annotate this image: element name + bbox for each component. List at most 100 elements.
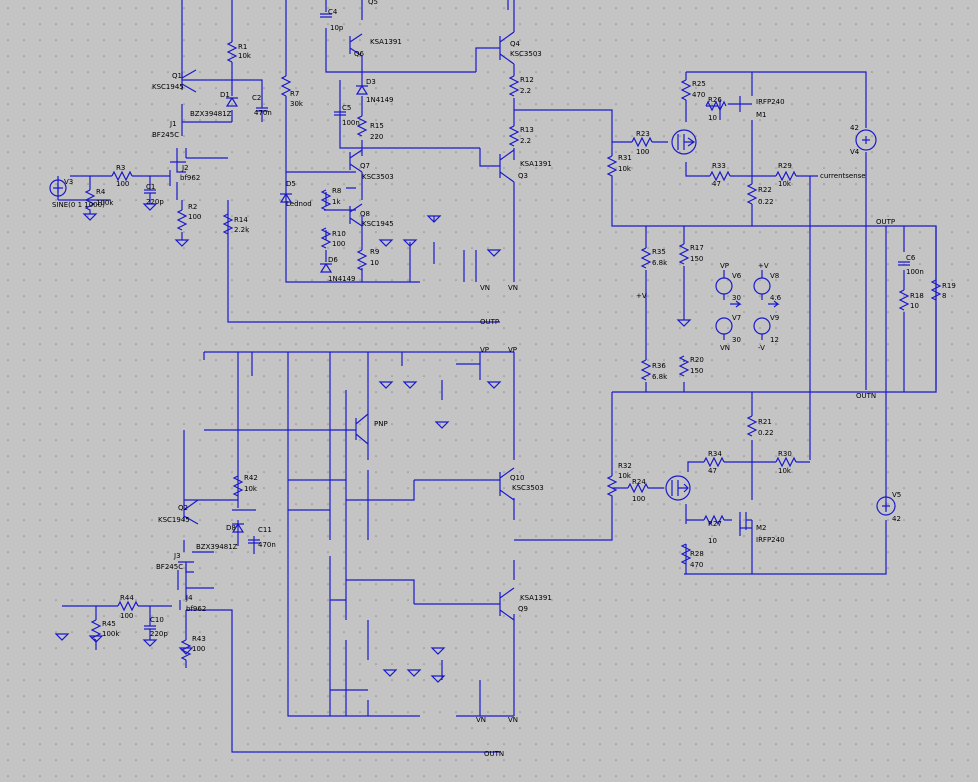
label-q10: Q10 [510, 474, 524, 482]
label-r17-val: 150 [690, 255, 703, 263]
label-q9: Q9 [518, 605, 528, 613]
label-vn-4: VN [508, 716, 518, 724]
label-q7: Q7 [360, 162, 370, 170]
label-vn-2: VN [508, 284, 518, 292]
label-c5-val: 100n [342, 119, 360, 127]
label-c6-val: 100n [906, 268, 924, 276]
label-r32: R32 [618, 462, 632, 470]
label-r10: R10 [332, 230, 346, 238]
label-q5: Q5 [368, 0, 378, 6]
label-q2: Q2 [178, 504, 188, 512]
label-r2-val: 100 [188, 213, 201, 221]
label-outp-2: OUTP [876, 218, 895, 226]
label-d1: D1 [220, 91, 230, 99]
label-plus-v: +V [636, 292, 647, 300]
label-r3: R3 [116, 164, 125, 172]
label-r14: R14 [234, 216, 248, 224]
label-r18: R18 [910, 292, 924, 300]
label-r1: R1 [238, 43, 247, 51]
label-r21-val: 0.22 [758, 429, 774, 437]
label-r34: R34 [708, 450, 722, 458]
label-r30-val: 10k [778, 467, 792, 475]
label-r35-val: 6.8k [652, 259, 668, 267]
label-c1: C1 [146, 183, 155, 191]
label-r26: R26 [708, 96, 722, 104]
label-outn-1: OUTN [856, 392, 876, 400]
label-r15-val: 220 [370, 133, 383, 141]
label-r4: R4 [96, 188, 106, 196]
label-r43-val: 100 [192, 645, 205, 653]
label-minus-v: -V [758, 344, 765, 352]
label-m1-part: IRFP240 [756, 98, 785, 106]
label-c5: C5 [342, 104, 351, 112]
label-q4-part: KSC3503 [510, 50, 542, 58]
label-c6: C6 [906, 254, 916, 262]
label-q3: Q3 [518, 172, 528, 180]
label-r33: R33 [712, 162, 726, 170]
label-q1-part: KSC1945 [152, 83, 184, 91]
label-r2: R2 [188, 203, 197, 211]
label-vn-3: VN [476, 716, 486, 724]
label-d8-part: BZX39481Z [196, 543, 238, 551]
label-d6-part: 1N4149 [328, 275, 356, 283]
label-r12-val: 2.2 [520, 87, 531, 95]
label-v4: V4 [850, 148, 860, 156]
label-r42: R42 [244, 474, 258, 482]
label-r35: R35 [652, 248, 666, 256]
label-r42-val: 10k [244, 485, 258, 493]
label-r22: R22 [758, 186, 772, 194]
label-v5: V5 [892, 491, 901, 499]
label-r3-val: 100 [116, 180, 129, 188]
label-r7: R7 [290, 90, 299, 98]
label-r33-val: 47 [712, 180, 721, 188]
label-r21: R21 [758, 418, 772, 426]
label-vp-2: VP [508, 346, 517, 354]
label-d5-part: Lednod [286, 200, 312, 208]
label-r24: R24 [632, 478, 646, 486]
label-r19: R19 [942, 282, 956, 290]
label-r27-val: 10 [708, 537, 717, 545]
label-r22-val: 0.22 [758, 198, 774, 206]
label-c4: C4 [328, 8, 338, 16]
bottom-vas-stage: PNP Q10 KSC3503 KSA1391 Q9 VP VP VN VN [177, 346, 552, 724]
label-r31: R31 [618, 154, 632, 162]
label-m1: M1 [756, 111, 767, 119]
label-r23: R23 [636, 130, 650, 138]
label-j2-part: bf962 [180, 174, 200, 182]
label-q3-part: KSA1391 [520, 160, 552, 168]
label-d3: D3 [366, 78, 376, 86]
label-d5: D5 [286, 180, 296, 188]
label-c11-val: 470n [258, 541, 276, 549]
label-v3: V3 [64, 178, 73, 186]
label-q6: Q6 [354, 50, 365, 58]
label-v8: V8 [770, 272, 779, 280]
bottom-output-stage: R21 0.22 R32 10k R24 100 R34 47 R30 10k … [514, 392, 810, 574]
top-driver-stage: Q4 KSC3503 R12 2.2 R13 2.2 KSA1391 Q3 R2… [475, 0, 937, 460]
label-vp-1: VP [480, 346, 489, 354]
label-current-sense: currentsense [820, 172, 866, 180]
label-r44: R44 [120, 594, 134, 602]
label-r17: R17 [690, 244, 704, 252]
label-r45-val: 100k [102, 630, 120, 638]
label-r32-val: 10k [618, 472, 632, 480]
label-c2: C2 [252, 94, 261, 102]
label-m2: M2 [756, 524, 767, 532]
top-input-stage: Q1 KSC1945 R1 10k D1 BZX39481Z C2 470n J… [49, 0, 500, 323]
label-j1: J1 [169, 120, 177, 128]
label-v8-val: 4.6 [770, 294, 782, 302]
label-c10: C10 [150, 616, 164, 624]
label-q8-part: KSC1945 [362, 220, 394, 228]
label-v3-val: SINE(0 1 1000) [52, 201, 105, 209]
label-q6-part: KSA1391 [370, 38, 402, 46]
label-q2-part: KSC1945 [158, 516, 190, 524]
label-r1-val: 10k [238, 52, 252, 60]
label-pnp: PNP [374, 420, 388, 428]
label-r25: R25 [692, 80, 706, 88]
label-vn-supply: VN [720, 344, 730, 352]
label-r13: R13 [520, 126, 534, 134]
label-v9: V9 [770, 314, 779, 322]
label-r36: R36 [652, 362, 666, 370]
